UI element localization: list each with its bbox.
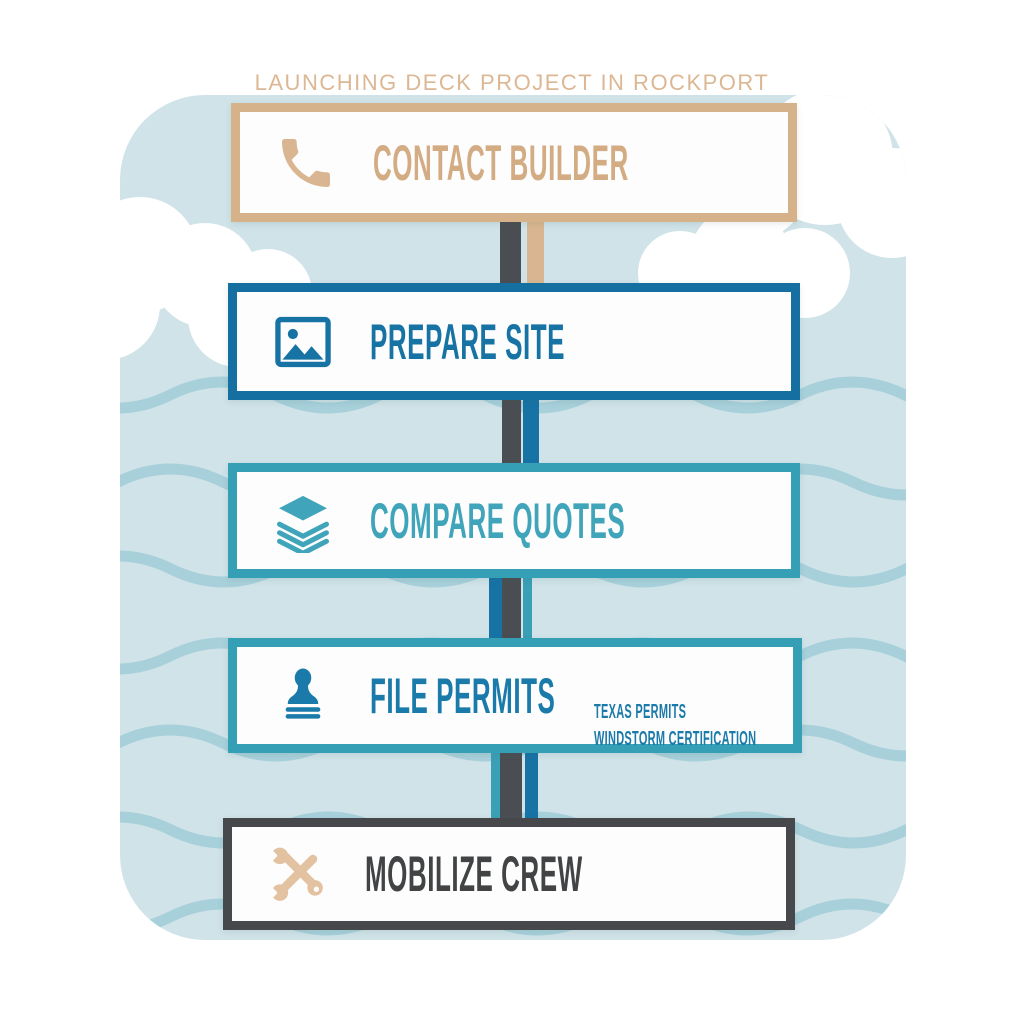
pole-segment-2-dark bbox=[502, 396, 521, 467]
pole-segment-1-dark bbox=[500, 218, 521, 287]
pole-segment-3-dark bbox=[502, 574, 521, 642]
step-box-prepare-site: PREPARE SITE bbox=[228, 283, 800, 400]
step-box-contact-builder: CONTACT BUILDER bbox=[231, 103, 797, 222]
phone-icon bbox=[274, 131, 338, 195]
pole-segment-4-dark bbox=[500, 749, 522, 822]
step-note-line-1: TEXAS PERMITS bbox=[594, 701, 687, 723]
pole-segment-3-teal bbox=[523, 574, 532, 642]
step-label: MOBILIZE CREW bbox=[365, 846, 583, 902]
pole-segment-2-blue bbox=[523, 396, 539, 467]
pole-segment-3-blue bbox=[489, 574, 502, 642]
step-box-file-permits: FILE PERMITS TEXAS PERMITS WINDSTORM CER… bbox=[228, 638, 802, 753]
pole-segment-1-tan bbox=[527, 218, 544, 287]
pole-segment-4-blue bbox=[525, 749, 538, 822]
step-label: FILE PERMITS bbox=[370, 667, 556, 724]
stamp-icon bbox=[271, 664, 335, 728]
pole-segment-4-teal bbox=[491, 749, 500, 822]
tools-icon bbox=[266, 842, 330, 906]
infographic-title: LAUNCHING DECK PROJECT IN ROCKPORT bbox=[254, 70, 770, 95]
step-box-mobilize-crew: MOBILIZE CREW bbox=[223, 818, 795, 930]
step-note-line-2: WINDSTORM CERTIFICATION bbox=[594, 728, 757, 750]
step-label: CONTACT BUILDER bbox=[373, 134, 629, 191]
step-notes: TEXAS PERMITS WINDSTORM CERTIFICATION bbox=[594, 699, 756, 753]
image-icon bbox=[271, 310, 335, 374]
step-label: COMPARE QUOTES bbox=[370, 492, 626, 549]
step-label: PREPARE SITE bbox=[370, 313, 566, 370]
step-box-compare-quotes: COMPARE QUOTES bbox=[228, 463, 800, 578]
layers-icon bbox=[271, 489, 335, 556]
